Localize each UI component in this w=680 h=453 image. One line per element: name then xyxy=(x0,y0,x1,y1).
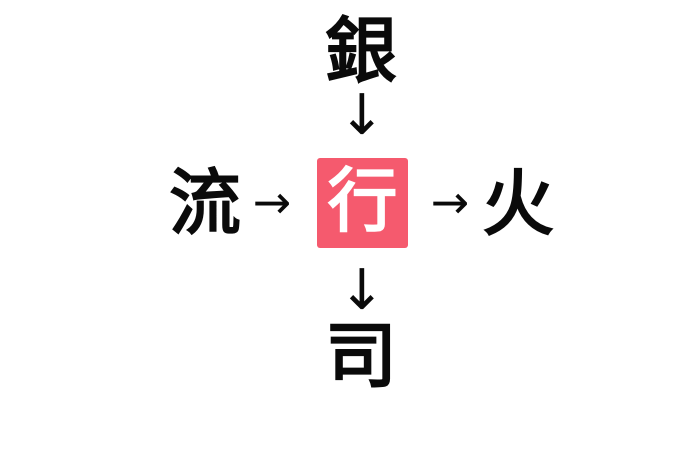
kanji-bottom: 司 xyxy=(324,317,398,397)
kanji-center: 行 xyxy=(327,164,398,241)
arrow-down-icon: ↓ xyxy=(338,83,386,148)
arrow-right-icon: → xyxy=(252,175,292,229)
arrow-right-icon: → xyxy=(430,175,470,229)
kanji-left: 流 xyxy=(168,164,242,244)
arrow-down-icon: ↓ xyxy=(338,258,386,323)
kanji-right: 火 xyxy=(481,165,555,245)
kanji-top: 銀 xyxy=(324,12,398,92)
center-answer-tile: 行 xyxy=(317,158,408,248)
